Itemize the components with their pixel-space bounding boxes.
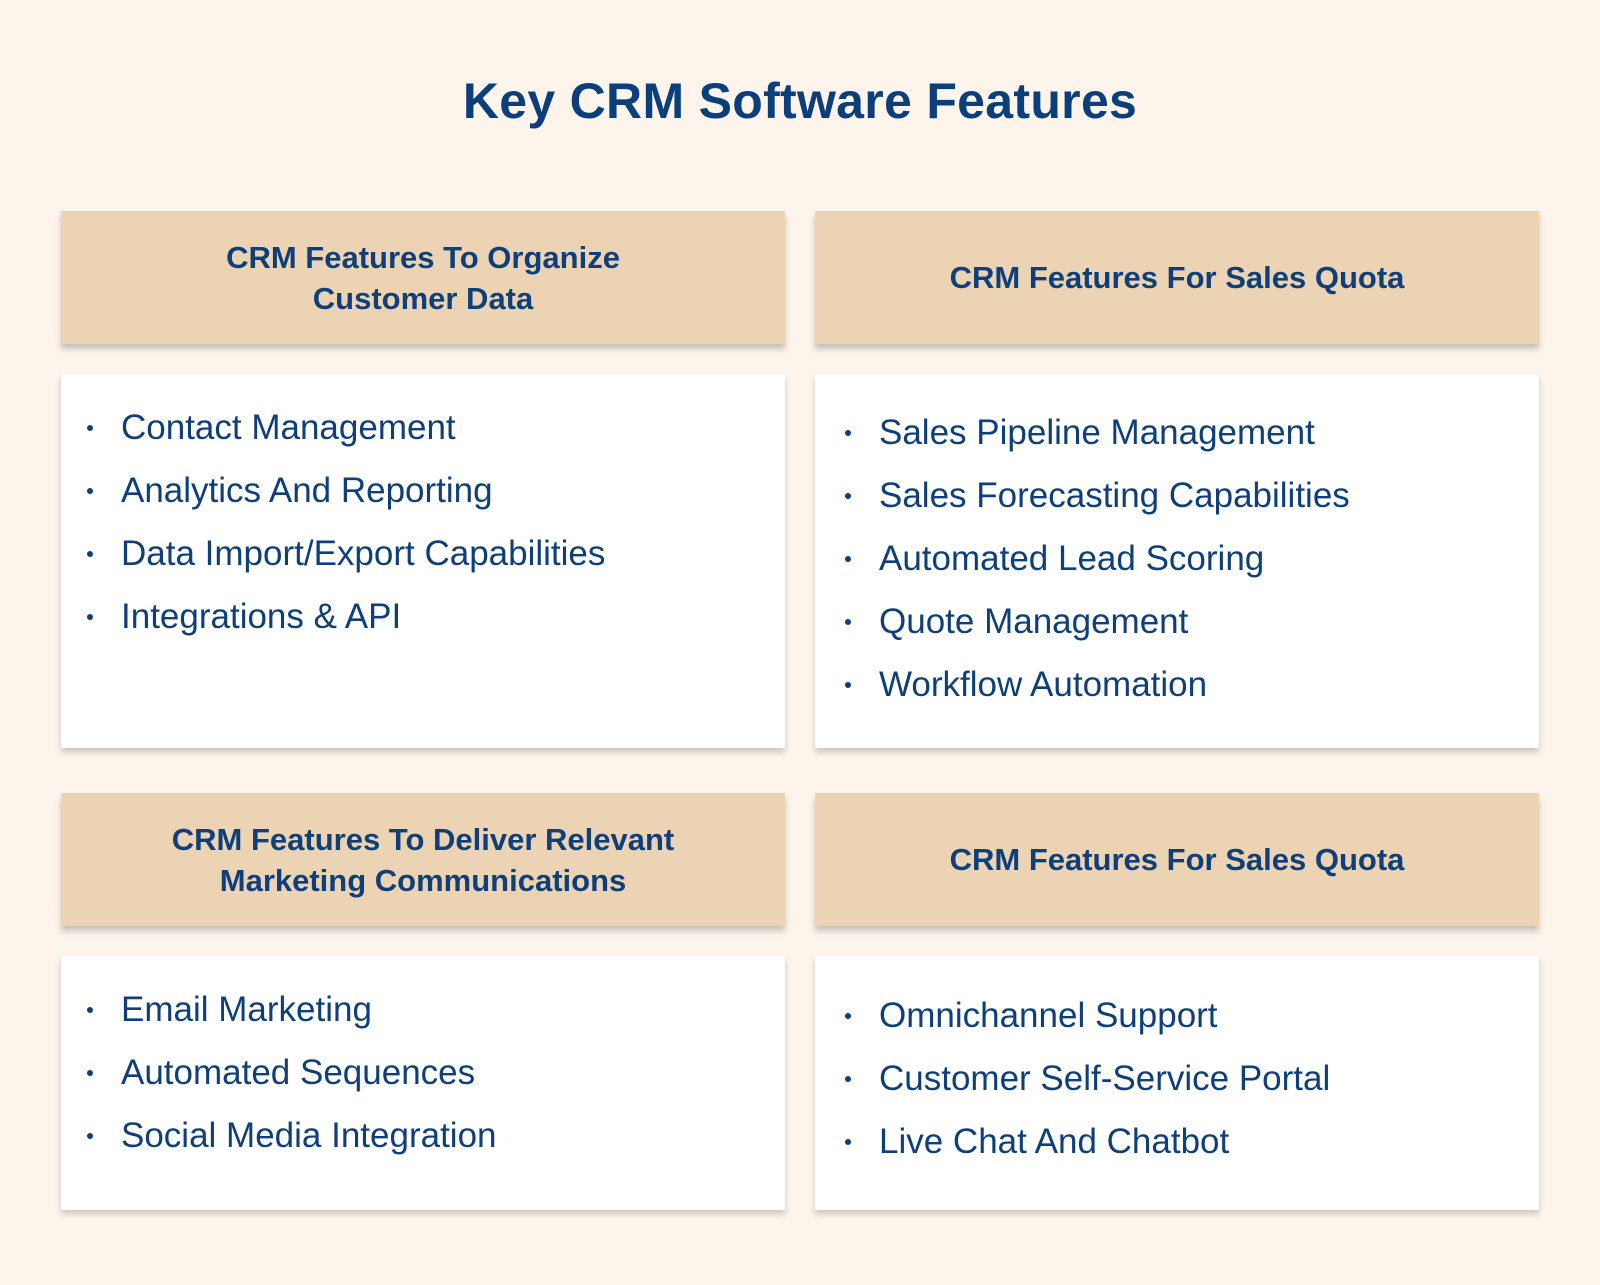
section-body-sales-quota: Sales Pipeline Management Sales Forecast… bbox=[815, 374, 1539, 748]
list-item: Quote Management bbox=[843, 590, 1350, 653]
list-item: Analytics And Reporting bbox=[85, 459, 605, 522]
bullet-icon bbox=[845, 618, 851, 625]
bullet-icon bbox=[87, 613, 93, 620]
section-header-organize-customer-data: CRM Features To Organize Customer Data bbox=[61, 211, 785, 344]
list-item: Sales Forecasting Capabilities bbox=[843, 464, 1350, 527]
bullet-icon bbox=[845, 1138, 851, 1145]
feature-list: Email Marketing Automated Sequences Soci… bbox=[85, 978, 497, 1167]
feature-list: Contact Management Analytics And Reporti… bbox=[85, 396, 605, 648]
list-item: Social Media Integration bbox=[85, 1104, 497, 1167]
section-body-customer-service: Omnichannel Support Customer Self-Servic… bbox=[815, 956, 1539, 1210]
bullet-icon bbox=[845, 492, 851, 499]
bullet-icon bbox=[845, 681, 851, 688]
list-item: Omnichannel Support bbox=[843, 984, 1330, 1047]
bullet-icon bbox=[845, 429, 851, 436]
bullet-icon bbox=[87, 1006, 93, 1013]
section-header-label: CRM Features To Deliver Relevant Marketi… bbox=[171, 821, 675, 898]
bullet-icon bbox=[87, 487, 93, 494]
feature-list: Omnichannel Support Customer Self-Servic… bbox=[843, 984, 1330, 1173]
bullet-icon bbox=[87, 424, 93, 431]
section-header-sales-quota: CRM Features For Sales Quota bbox=[815, 211, 1539, 344]
section-header-label: CRM Features For Sales Quota bbox=[949, 260, 1405, 295]
list-item: Data Import/Export Capabilities bbox=[85, 522, 605, 585]
list-item: Automated Sequences bbox=[85, 1041, 497, 1104]
list-item: Contact Management bbox=[85, 396, 605, 459]
feature-list: Sales Pipeline Management Sales Forecast… bbox=[843, 401, 1350, 716]
bullet-icon bbox=[87, 550, 93, 557]
bullet-icon bbox=[845, 1012, 851, 1019]
list-item: Integrations & API bbox=[85, 585, 605, 648]
section-header-label: CRM Features To Organize Customer Data bbox=[226, 239, 620, 316]
list-item: Email Marketing bbox=[85, 978, 497, 1041]
section-header-marketing-communications: CRM Features To Deliver Relevant Marketi… bbox=[61, 793, 785, 926]
bullet-icon bbox=[87, 1069, 93, 1076]
list-item: Automated Lead Scoring bbox=[843, 527, 1350, 590]
section-body-organize-customer-data: Contact Management Analytics And Reporti… bbox=[61, 374, 785, 748]
list-item: Customer Self-Service Portal bbox=[843, 1047, 1330, 1110]
list-item: Live Chat And Chatbot bbox=[843, 1110, 1330, 1173]
list-item: Workflow Automation bbox=[843, 653, 1350, 716]
section-header-sales-quota-2: CRM Features For Sales Quota bbox=[815, 793, 1539, 926]
page-title: Key CRM Software Features bbox=[462, 73, 1138, 129]
list-item: Sales Pipeline Management bbox=[843, 401, 1350, 464]
section-body-marketing-communications: Email Marketing Automated Sequences Soci… bbox=[61, 956, 785, 1210]
section-header-label: CRM Features For Sales Quota bbox=[949, 842, 1405, 877]
bullet-icon bbox=[845, 555, 851, 562]
bullet-icon bbox=[87, 1132, 93, 1139]
bullet-icon bbox=[845, 1075, 851, 1082]
